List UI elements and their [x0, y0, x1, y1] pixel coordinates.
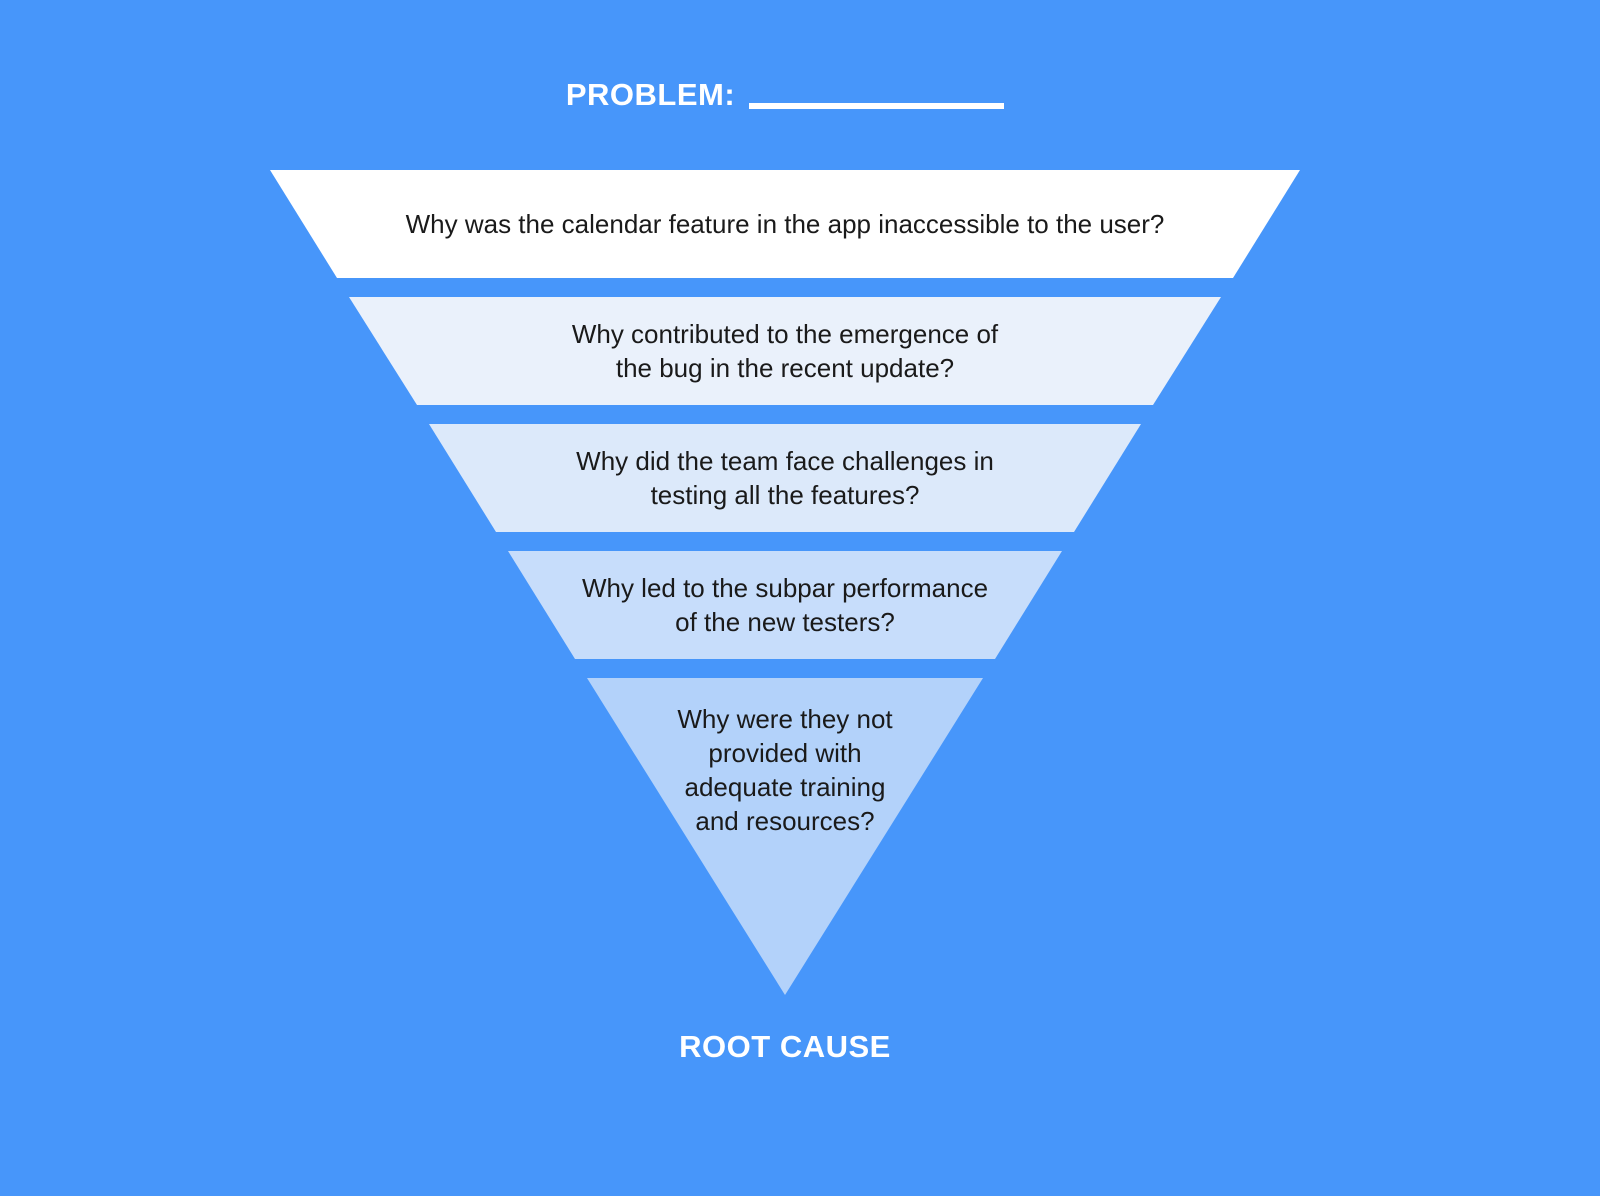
problem-blank-line [749, 103, 1005, 109]
why-tier-1-text: Why was the calendar feature in the app … [405, 209, 1165, 239]
why-tier-4: Why led to the subpar performance of the… [270, 551, 1300, 659]
why-tier-5: Why were they not provided with adequate… [270, 678, 1300, 995]
why-tier-2: Why contributed to the emergence of the … [270, 297, 1300, 405]
why-tier-2-text: Why contributed to the emergence of the … [571, 319, 999, 383]
why-tier-4-text: Why led to the subpar performance of the… [581, 573, 989, 637]
why-tier-5-text: Why were they not provided with adequate… [677, 704, 893, 836]
why-tier-3: Why did the team face challenges in test… [270, 424, 1300, 532]
inverted-pyramid: Why was the calendar feature in the app … [270, 0, 1300, 1196]
problem-label: PROBLEM: [565, 77, 736, 112]
problem-title: PROBLEM: [270, 76, 1300, 114]
why-tier-1: Why was the calendar feature in the app … [270, 170, 1300, 278]
root-cause-label: ROOT CAUSE [679, 1029, 891, 1064]
why-tier-3-text: Why did the team face challenges in test… [576, 446, 994, 510]
